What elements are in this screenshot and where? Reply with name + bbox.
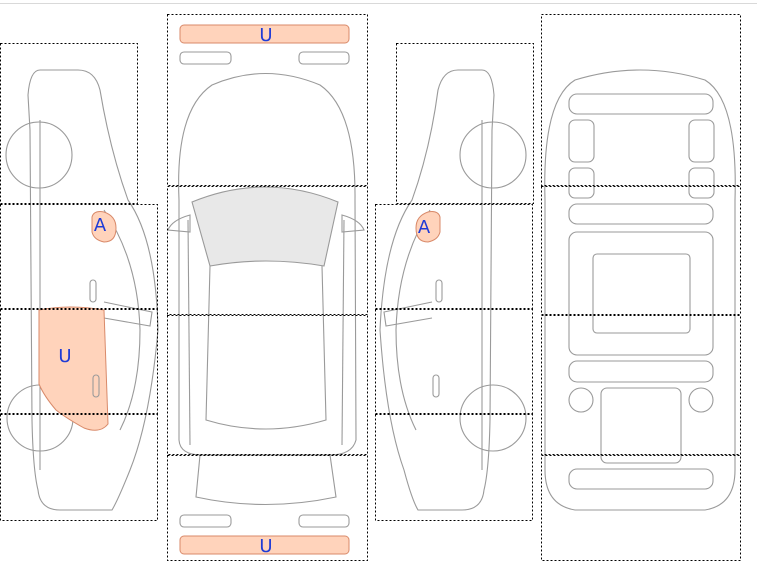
right-suspension-mount (688, 167, 715, 199)
left-front-door-damage (91, 211, 117, 243)
left-rear-door-damage-code: U (58, 346, 71, 367)
rear-bumper-damage-code: U (259, 536, 272, 557)
left-rear-axle (568, 387, 594, 413)
right-side-body-outline (379, 69, 495, 511)
left-side-window-line (103, 209, 141, 431)
rear-crossmember (568, 360, 714, 383)
roof-outline (205, 265, 327, 430)
rear-bumper-damage (179, 535, 350, 555)
left-side-body-outline (27, 69, 159, 511)
left-suspension-mount (568, 167, 595, 199)
front-right-lamp (298, 51, 350, 65)
rear-bumper-beam (568, 468, 714, 490)
zone-left-rear-quarter[interactable] (0, 414, 158, 521)
rear-left-lamp (179, 514, 232, 528)
zone-windshield[interactable] (167, 186, 368, 315)
right-front-door-damage-code: A (418, 217, 431, 238)
right-rear-door-handle (432, 374, 440, 398)
zone-underside-front[interactable] (541, 14, 741, 186)
right-side-door-seam (383, 301, 433, 327)
right-front-wheel (459, 121, 527, 189)
zone-grid (0, 14, 741, 561)
zone-roof[interactable] (167, 315, 368, 455)
zone-right-rear-door[interactable] (375, 309, 533, 414)
zone-right-front-fender[interactable] (396, 43, 534, 204)
left-side-door-seam (103, 301, 153, 327)
center-tunnel (592, 253, 691, 334)
right-rear-wheel (459, 384, 527, 452)
top-left-side-line (187, 219, 191, 446)
front-right-mount (688, 119, 715, 163)
right-side-window-line (395, 209, 431, 431)
zone-left-front-fender[interactable] (0, 43, 138, 204)
front-bumper-damage (179, 24, 350, 44)
left-rear-door-damage (38, 306, 109, 431)
zone-right-rear-quarter[interactable] (375, 414, 533, 521)
left-side-view: A U (5, 69, 159, 511)
front-crossmember (568, 93, 714, 115)
right-front-door-handle (435, 279, 443, 303)
zone-trunk[interactable] (167, 455, 368, 561)
zone-hood[interactable] (167, 14, 368, 186)
zone-left-rear-door[interactable] (0, 309, 158, 414)
zone-left-front-door[interactable] (0, 204, 158, 309)
top-right-side-line (341, 219, 345, 446)
zone-underside-floor[interactable] (541, 315, 741, 455)
front-left-lamp (179, 51, 232, 65)
rear-right-lamp (298, 514, 350, 528)
top-body-outline (178, 73, 357, 456)
left-front-door-handle (89, 279, 97, 303)
windshield (191, 186, 339, 267)
zone-underside-engine[interactable] (541, 186, 741, 315)
engine-crossmember (568, 203, 714, 225)
fuel-tank (600, 387, 682, 464)
top-divider (0, 3, 757, 4)
right-rear-axle (688, 387, 714, 413)
left-rear-door-handle (92, 374, 100, 398)
zone-right-front-door[interactable] (375, 204, 533, 309)
right-mirror (341, 214, 365, 233)
left-front-door-damage-code: A (94, 215, 107, 236)
left-front-wheel (5, 121, 73, 189)
floor-pan (568, 231, 714, 356)
right-side-view: A (379, 69, 527, 511)
front-bumper-damage-code: U (259, 25, 272, 46)
front-left-mount (568, 119, 595, 163)
trunk-outline (195, 454, 337, 506)
top-view: U U (167, 24, 365, 557)
underside-body-outline (544, 69, 736, 511)
underside-view (544, 69, 736, 511)
right-front-door-damage (415, 211, 441, 243)
